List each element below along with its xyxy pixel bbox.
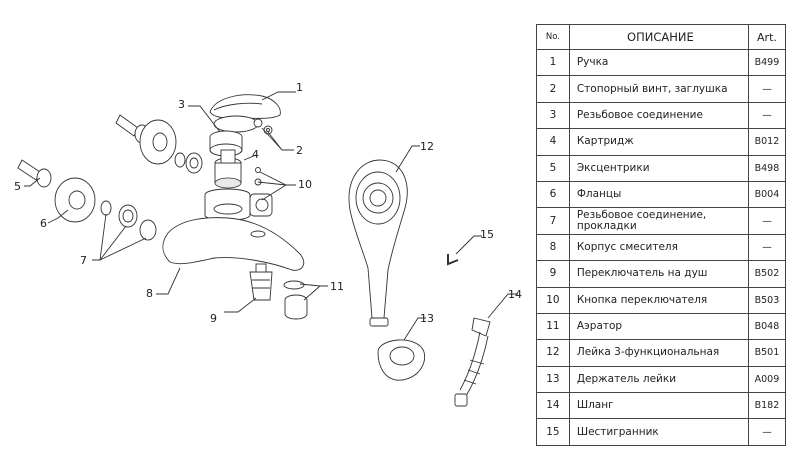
cell-art: B499 [747,48,787,77]
part-hand-shower [348,159,408,327]
callout-15: 15 [480,228,494,241]
column-header-art: Art. [747,24,787,50]
part-handle [209,94,281,133]
cell-no: 14 [536,392,570,420]
cell-art: — [747,233,787,262]
cell-description: Шестигранник [568,418,749,446]
cell-art: — [747,418,787,446]
cell-description: Стопорный винт, заглушка [568,75,749,103]
cell-no: 12 [536,339,570,367]
cell-art: B182 [747,392,787,420]
part-switch-button [249,167,273,217]
callout-5: 5 [14,180,21,193]
cell-no: 5 [536,154,570,182]
table-header-row: No. ОПИСАНИЕ Art. [536,24,787,50]
callout-14: 14 [508,288,522,301]
cell-art: B503 [747,286,787,314]
cell-no: 13 [536,365,570,394]
column-header-description: ОПИСАНИЕ [568,24,749,50]
part-nuts-gaskets [100,152,203,241]
column-header-no: No. [536,24,570,50]
callout-9: 9 [210,312,217,325]
callout-1: 1 [296,81,303,94]
part-set-screw [253,118,273,135]
cell-description: Шланг [568,392,749,420]
part-hose [454,317,491,407]
cell-no: 2 [536,75,570,103]
cell-description: Картридж [568,128,749,156]
exploded-view-diagram: 1 2 3 4 10 5 6 7 8 9 11 12 13 14 15 [14,81,522,407]
part-flange-left [54,177,96,223]
callout-10: 10 [298,178,312,191]
part-diverter [249,263,273,301]
cell-description: Аэратор [568,312,749,341]
cell-description: Лейка 3-функциональная [568,339,749,367]
callout-7: 7 [80,254,87,267]
cell-no: 4 [536,128,570,156]
cell-art: B048 [747,312,787,341]
callout-12: 12 [420,140,434,153]
cell-no: 8 [536,233,570,262]
part-mixer-body [162,188,305,271]
part-eccentric-left [17,159,52,188]
callout-2: 2 [296,144,303,157]
part-hex-key [447,254,459,266]
cell-art: — [747,101,787,130]
cell-no: 15 [536,418,570,446]
cell-art: B012 [747,128,787,156]
cell-description: Держатель лейки [568,365,749,394]
cell-art: B502 [747,260,787,288]
leader-lines [24,91,518,341]
callout-3: 3 [178,98,185,111]
cell-description: Фланцы [568,180,749,209]
cell-description: Резьбовое соединение [568,101,749,130]
cell-art: B004 [747,180,787,209]
cell-no: 11 [536,312,570,341]
part-cartridge [214,149,242,189]
cell-art: B501 [747,339,787,367]
cell-no: 3 [536,101,570,130]
cell-description: Резьбовое соединение, прокладки [568,207,749,235]
cell-no: 7 [536,207,570,235]
cell-description: Переключатель на душ [568,260,749,288]
part-aerator [283,280,308,320]
cell-no: 10 [536,286,570,314]
callout-13: 13 [420,312,434,325]
part-flange-upper [139,119,177,165]
cell-art: B498 [747,154,787,182]
cell-art: — [747,207,787,235]
cell-art: A009 [747,365,787,394]
callout-11: 11 [330,280,344,293]
cell-description: Эксцентрики [568,154,749,182]
cell-art: — [747,75,787,103]
cell-description: Корпус смесителя [568,233,749,262]
callout-6: 6 [40,217,47,230]
cell-no: 9 [536,260,570,288]
cell-description: Ручка [568,48,749,77]
cell-no: 6 [536,180,570,209]
cell-no: 1 [536,48,570,77]
cell-description: Кнопка переключателя [568,286,749,314]
callout-8: 8 [146,287,153,300]
callout-4: 4 [252,148,259,161]
callout-numbers: 1 2 3 4 10 5 6 7 8 9 11 12 13 14 15 [14,81,522,325]
part-shower-holder [377,339,426,381]
